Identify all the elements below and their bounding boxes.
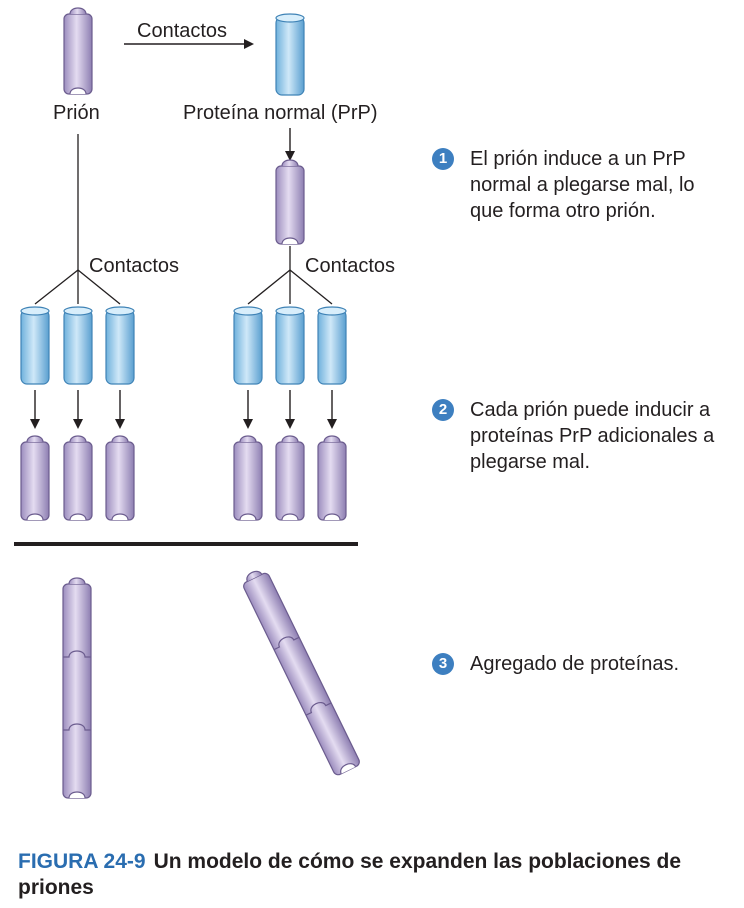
normal-protein-molecule xyxy=(63,306,93,385)
normal-protein-molecule xyxy=(317,306,347,385)
normal-protein-molecule xyxy=(105,306,135,385)
prion-molecule xyxy=(63,435,93,521)
step-number-badge: 3 xyxy=(432,653,454,675)
contacts-label-top: Contactos xyxy=(137,20,227,42)
normal-protein-molecule xyxy=(275,306,305,385)
misfold-arrows xyxy=(30,390,337,429)
vertical-prion-aggregate xyxy=(62,577,92,799)
prion-molecule xyxy=(275,435,305,521)
normal-protein-label: Proteína normal (PrP) xyxy=(183,102,378,124)
prion-molecule xyxy=(105,435,135,521)
new-prion-molecule xyxy=(275,159,305,245)
figure-label: FIGURA 24-9 xyxy=(18,850,146,873)
step-1: 1 El prión induce a un PrP normal a pleg… xyxy=(432,146,732,224)
branch-lines-right xyxy=(247,269,333,305)
step-text: Cada prión puede inducir a proteínas PrP… xyxy=(470,399,715,473)
normal-protein-molecule xyxy=(20,306,50,385)
step-text: El prión induce a un PrP normal a plegar… xyxy=(470,148,695,222)
normal-protein-molecule xyxy=(233,306,263,385)
step-number-badge: 1 xyxy=(432,148,454,170)
contacts-label-right: Contactos xyxy=(305,255,395,277)
contacts-label-left: Contactos xyxy=(89,255,179,277)
caption-text: Un modelo de cómo se expanden las poblac… xyxy=(18,850,682,899)
prion-molecule xyxy=(317,435,347,521)
normal-protein-molecule xyxy=(275,13,305,96)
step-text: Agregado de proteínas. xyxy=(470,653,680,675)
step-number-badge: 2 xyxy=(432,399,454,421)
prion-molecule xyxy=(20,435,50,521)
step-3: 3 Agregado de proteínas. xyxy=(432,651,732,677)
prion-molecule xyxy=(233,435,263,521)
prion-molecule xyxy=(63,7,93,95)
prion-label: Prión xyxy=(53,102,100,124)
step-2: 2 Cada prión puede inducir a proteínas P… xyxy=(432,397,732,475)
branch-lines-left xyxy=(34,269,121,305)
diagonal-prion-aggregate xyxy=(243,570,360,776)
